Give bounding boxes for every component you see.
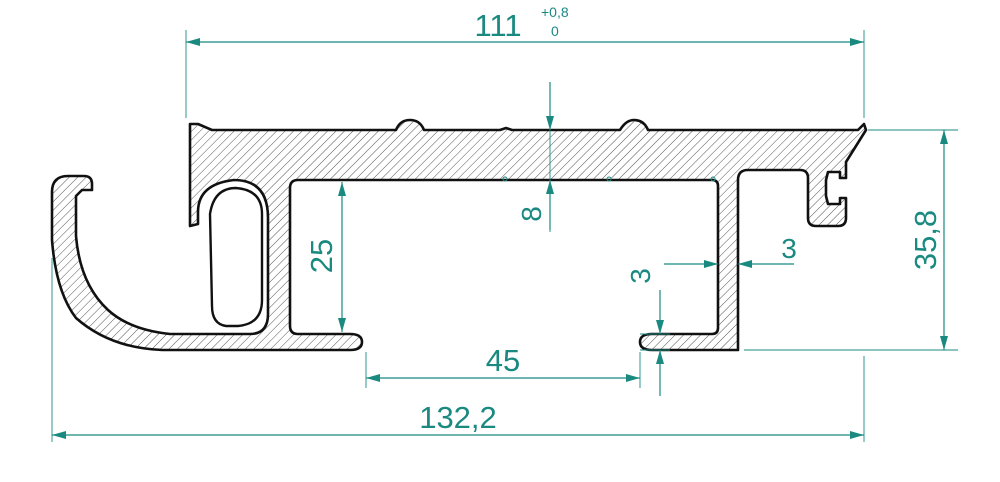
top-tolerance-lower: 0 [551, 23, 559, 39]
lip-thickness-label: 3 [625, 268, 656, 284]
dimension-opening-width: 45 [365, 343, 641, 388]
top-plate [50, 118, 868, 352]
inner-height-label: 25 [304, 239, 339, 273]
opening-width-label: 45 [486, 343, 520, 378]
dimension-wall-thickness: 8 [502, 82, 716, 232]
rib-thickness-label: 3 [781, 233, 797, 264]
dimension-lip-thickness: 3 [625, 268, 670, 396]
height-label: 35,8 [908, 210, 943, 270]
boss-slot [208, 186, 264, 328]
top-tolerance-upper: +0,8 [541, 4, 569, 20]
dimension-top-width: 111 +0,8 0 [185, 4, 865, 118]
dimension-inner-height: 25 [304, 182, 346, 332]
dimension-overall-width: 132,2 [51, 258, 865, 442]
aluminium-profile [50, 118, 868, 352]
overall-width-label: 132,2 [419, 400, 497, 435]
top-width-label: 111 [474, 8, 521, 43]
dimension-height: 35,8 [744, 129, 958, 351]
wall-thickness-label: 8 [516, 206, 547, 222]
dimension-rib-thickness: 3 [664, 233, 797, 268]
